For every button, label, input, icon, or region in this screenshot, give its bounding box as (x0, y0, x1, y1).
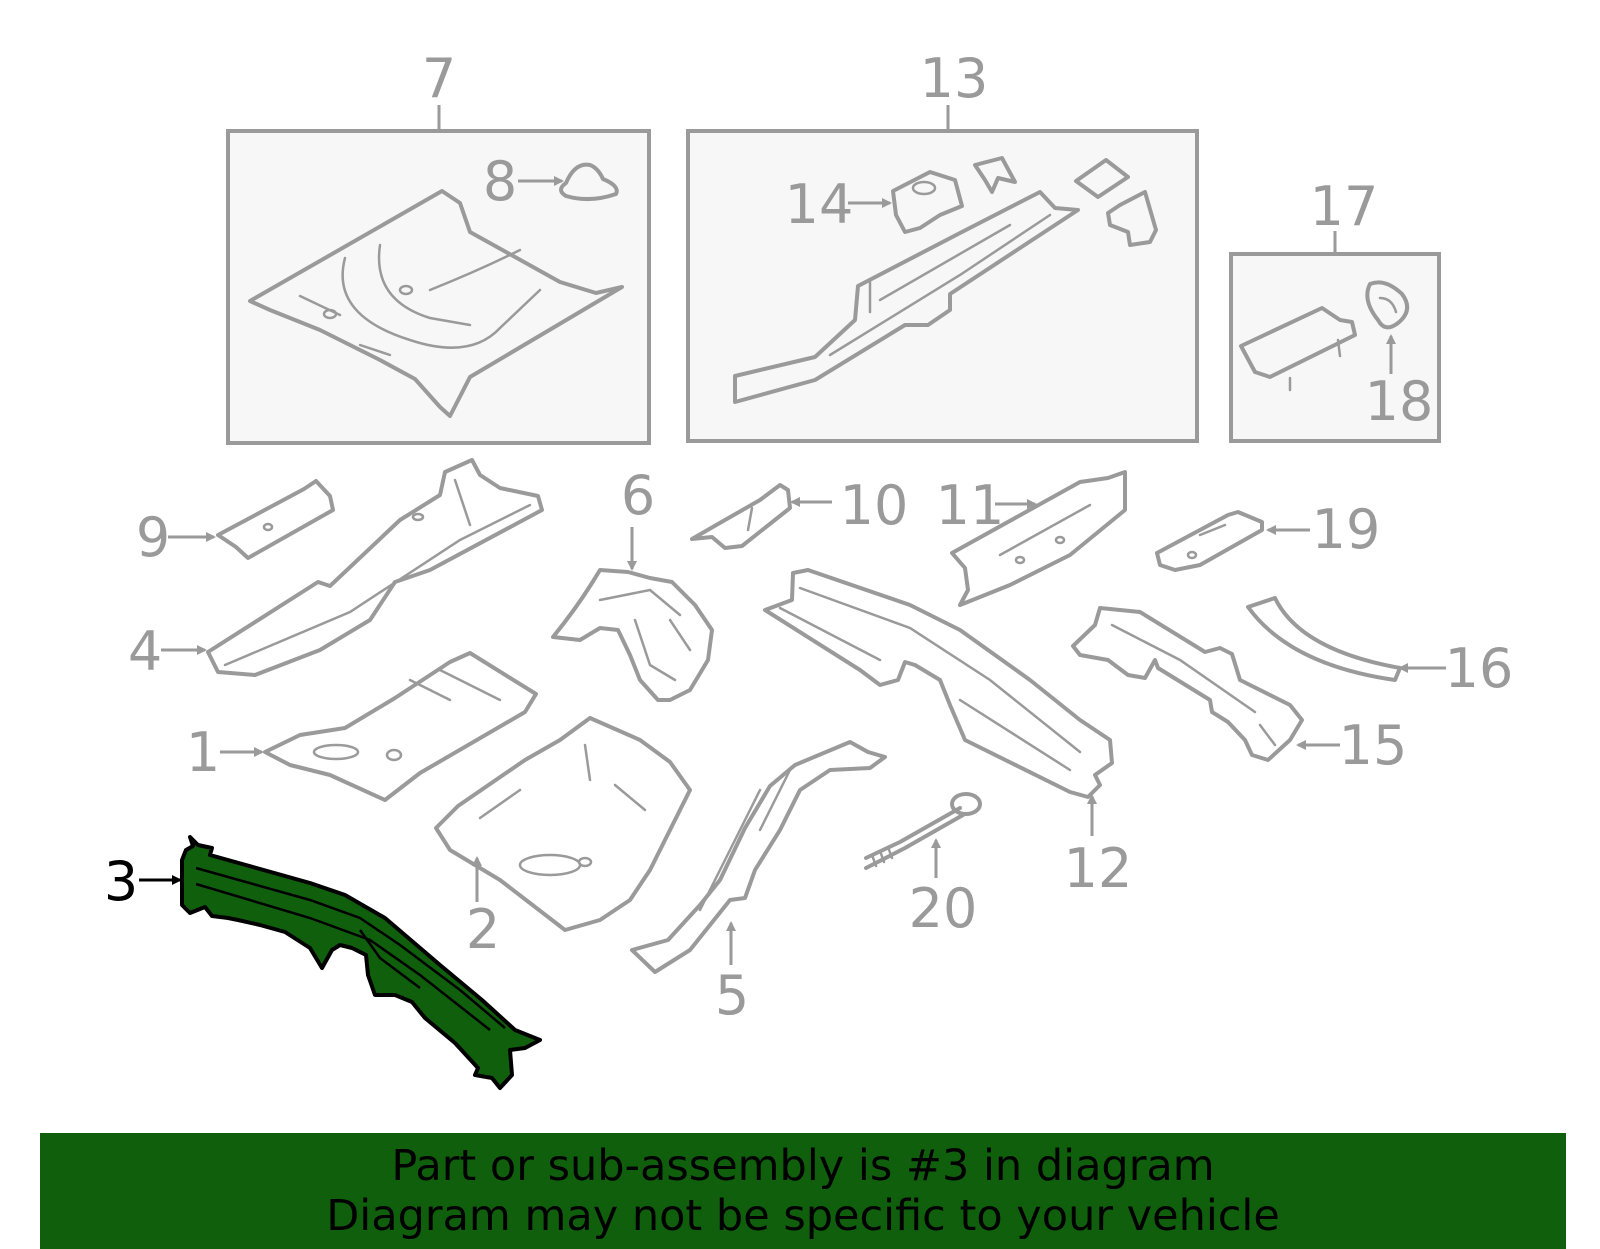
label-3: 3 (104, 850, 138, 913)
label-10: 10 (840, 474, 909, 537)
part-9[interactable] (216, 479, 335, 560)
part-12-side-member[interactable] (763, 568, 1114, 799)
label-4: 4 (128, 620, 162, 683)
label-12: 12 (1064, 837, 1133, 900)
banner-line-1: Part or sub-assembly is #3 in diagram (391, 1141, 1215, 1191)
label-15: 15 (1339, 714, 1408, 777)
part-10-bracket[interactable] (690, 483, 792, 550)
label-16: 16 (1445, 637, 1514, 700)
banner-line-2: Diagram may not be specific to your vehi… (326, 1191, 1280, 1241)
box-17 (1229, 231, 1441, 443)
part-6-housing[interactable] (551, 568, 714, 702)
part-8-plug[interactable] (559, 162, 619, 201)
part-3-highlighted[interactable] (180, 835, 542, 1090)
info-banner: Part or sub-assembly is #3 in diagram Di… (40, 1133, 1566, 1249)
label-20: 20 (909, 877, 978, 940)
label-2: 2 (466, 898, 500, 961)
part-1-panel[interactable] (263, 651, 538, 802)
label-14: 14 (785, 173, 854, 236)
part-13-brackets[interactable] (973, 156, 1158, 247)
label-1: 1 (186, 721, 220, 784)
label-17: 17 (1310, 175, 1379, 238)
part-19-bracket[interactable] (1155, 510, 1264, 572)
label-5: 5 (715, 964, 749, 1027)
part-7-floor-pan[interactable] (248, 189, 624, 418)
part-11-crossmember[interactable] (950, 470, 1127, 607)
label-8: 8 (483, 150, 517, 213)
label-11: 11 (936, 474, 1005, 537)
box-13 (686, 105, 1199, 443)
label-13: 13 (920, 47, 989, 110)
part-17-bracket[interactable] (1239, 306, 1357, 392)
part-13-side-member[interactable] (733, 190, 1080, 404)
part-2-floor[interactable] (434, 716, 692, 932)
label-9: 9 (136, 506, 170, 569)
part-15-member[interactable] (1071, 606, 1304, 762)
box-7 (226, 105, 651, 445)
part-16-bar[interactable] (1246, 596, 1402, 682)
part-5-rail[interactable] (630, 740, 887, 974)
part-18-grommet[interactable] (1365, 280, 1410, 330)
label-7: 7 (422, 47, 456, 110)
label-18: 18 (1365, 370, 1434, 433)
part-20-eye-bolt[interactable] (864, 792, 982, 870)
label-6: 6 (621, 464, 655, 527)
part-4-rail[interactable] (206, 458, 544, 677)
label-19: 19 (1312, 498, 1381, 561)
part-14-bracket[interactable] (891, 170, 964, 234)
